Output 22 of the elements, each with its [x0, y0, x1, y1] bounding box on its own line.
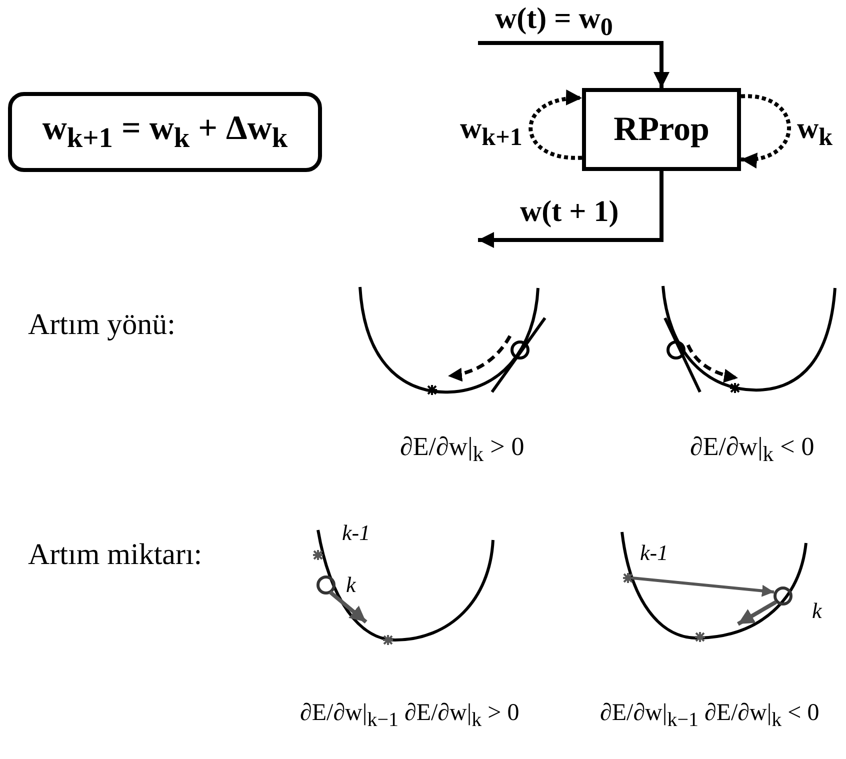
section-label: Artım miktarı: — [28, 538, 202, 572]
point-label: k — [346, 572, 356, 598]
section-label: Artım yönü: — [28, 308, 176, 342]
dashed-loop-arrow — [740, 94, 791, 167]
math-expression: ∂E/∂w|$_{k−1}$ ∂E/∂w|$_{k}$ > 0 — [300, 700, 520, 732]
point-label: k — [812, 598, 822, 624]
math-expression: ∂E/∂w|$_{k}$ > 0 — [400, 432, 524, 468]
dashed-loop-arrow — [528, 90, 582, 160]
math-expression: ∂E/∂w|$_{k}$ < 0 — [690, 432, 814, 468]
math-expression: ∂E/∂w|$_{k−1}$ ∂E/∂w|$_{k}$ < 0 — [600, 700, 820, 732]
edge-label: w$_{k+1}$ — [460, 112, 522, 152]
point-label: k-1 — [342, 520, 370, 546]
process-box — [582, 88, 741, 171]
edge-label: w(t) = w$_{0}$ — [495, 2, 613, 42]
point-label: k-1 — [640, 540, 668, 566]
formula: w$_{k+1}$ = w$_{k}$ + Δw$_{k}$ — [42, 110, 288, 154]
arrow — [478, 171, 664, 248]
edge-label: w(t + 1) — [520, 195, 619, 229]
formula-box — [8, 92, 322, 172]
block-title: RProp — [614, 110, 710, 148]
arrow — [478, 41, 670, 88]
edge-label: w$_{k}$ — [797, 112, 833, 152]
